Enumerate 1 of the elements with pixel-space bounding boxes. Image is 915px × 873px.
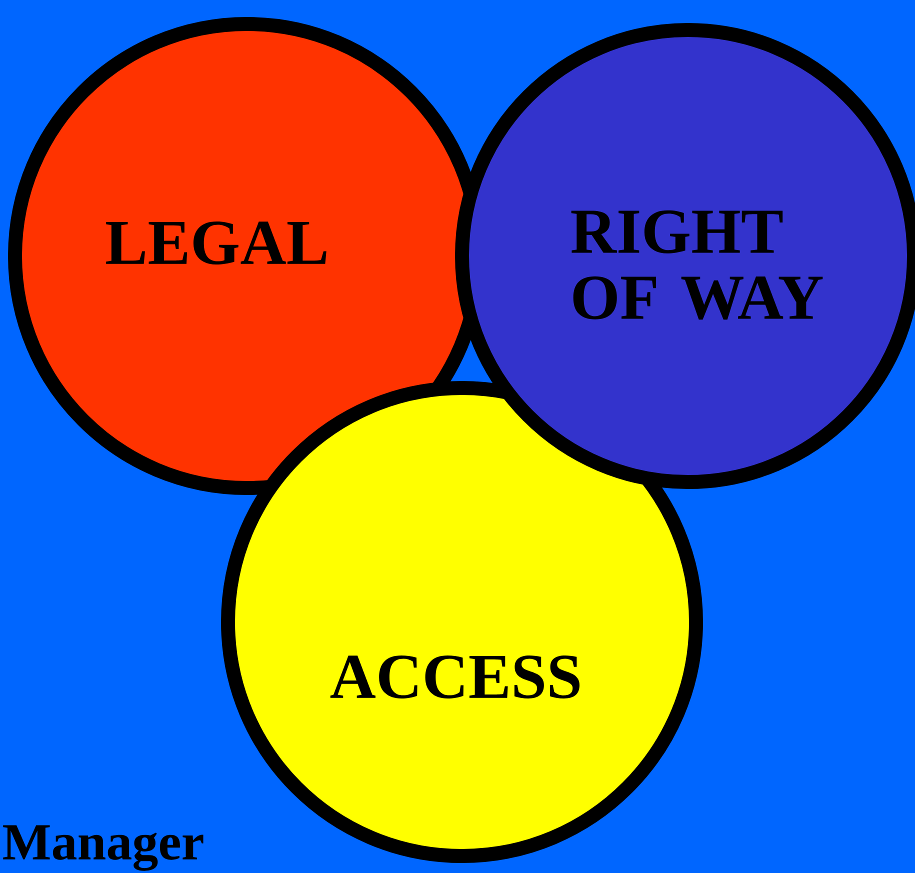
caption-text: Manager bbox=[3, 825, 204, 871]
